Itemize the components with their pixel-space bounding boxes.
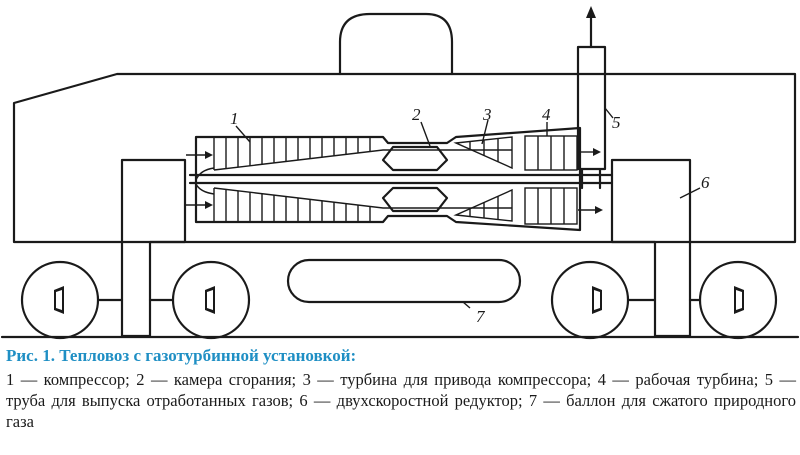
label-5: 5: [612, 113, 621, 132]
locomotive-diagram: 1 2 3 4 5 6 7: [0, 6, 800, 340]
locomotive-body: [12, 12, 797, 244]
wheel-left-2: [171, 260, 251, 340]
legend-item-6: 6 — двухскоростной редуктор;: [299, 391, 529, 410]
wheel-right-1: [550, 260, 630, 340]
flow-arrows: [186, 148, 603, 214]
legend-item-4: 4 — рабочая турбина;: [597, 370, 765, 389]
combustion-chamber: [381, 145, 449, 213]
caption-title: Рис. 1. Тепловоз с газотурбинной установ…: [6, 346, 357, 365]
gas-turbine-unit: [186, 126, 614, 232]
left-bogie-frame: [120, 158, 187, 338]
exhaust-stack: [576, 6, 607, 171]
reduction-gearbox: [610, 158, 692, 338]
callout-leaders: [235, 107, 701, 309]
label-6: 6: [701, 173, 710, 192]
caption-legend: 1 — компрессор; 2 — камера сгорания; 3 —…: [6, 369, 796, 432]
legend-item-3: 3 — турбина для привода компрессора;: [302, 370, 598, 389]
wheel-right-2: [698, 260, 778, 340]
power-turbine: [524, 135, 578, 225]
label-1: 1: [230, 109, 239, 128]
legend-item-7: 7 — баллон для сжатого природного газа: [6, 391, 796, 431]
label-4: 4: [542, 105, 551, 124]
legend-item-5: 5 — труба для выпуска отработанных газов…: [6, 370, 796, 410]
figure-caption: Рис. 1. Тепловоз с газотурбинной установ…: [6, 346, 796, 432]
compressor-blades: [213, 138, 371, 221]
gas-balloon: [286, 258, 522, 304]
wheel-left-1: [20, 260, 100, 340]
legend-item-2: 2 — камера сгорания;: [136, 370, 303, 389]
label-2: 2: [412, 105, 421, 124]
compressor-turbine: [453, 136, 513, 222]
legend-item-1: 1 — компрессор;: [6, 370, 137, 389]
label-3: 3: [482, 105, 492, 124]
label-7: 7: [476, 307, 486, 326]
